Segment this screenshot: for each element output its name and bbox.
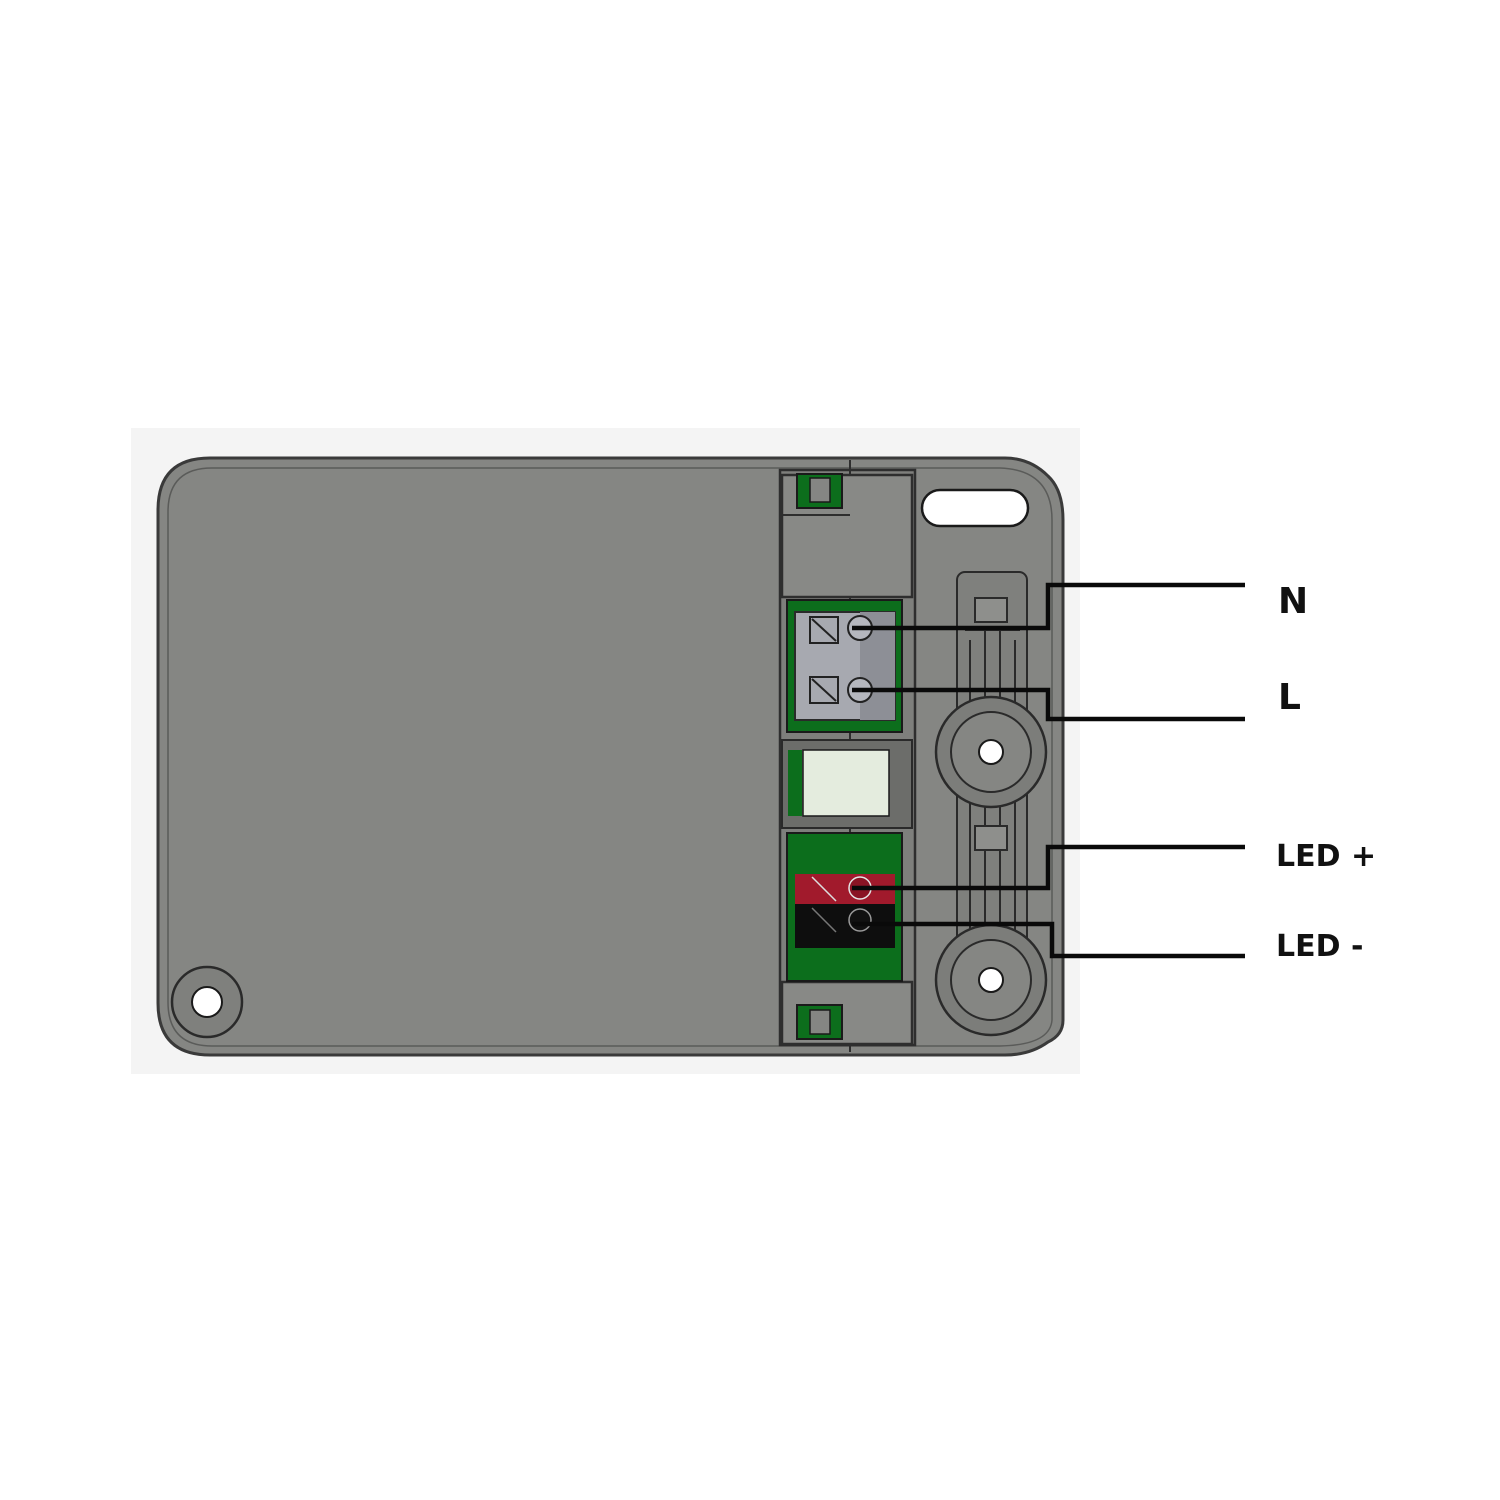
wire-l (852, 687, 1245, 722)
housing-body (156, 456, 1065, 1057)
mounting-slot (920, 488, 1030, 528)
screw-boss-upper (934, 695, 1048, 809)
wire-led-plus (852, 844, 1245, 891)
housing-inner-edge (167, 467, 1053, 1047)
indicator-window (802, 749, 890, 817)
driver-housing (156, 456, 1065, 1057)
label-led-plus: LED + (1276, 839, 1376, 874)
screw-boss-lower (934, 923, 1048, 1037)
label-led-minus: LED - (1276, 929, 1363, 964)
wire-led-minus (852, 921, 1245, 959)
indicator-pcb-strip (788, 750, 802, 816)
upper-clamp-block (780, 473, 914, 599)
wiring-leads (852, 582, 1245, 959)
label-l: L (1278, 677, 1301, 718)
wire-n (852, 582, 1245, 631)
lower-clip-tab (809, 1009, 831, 1035)
upper-clip-tab (809, 477, 831, 503)
mounting-hole (170, 965, 244, 1039)
label-n: N (1278, 581, 1308, 622)
